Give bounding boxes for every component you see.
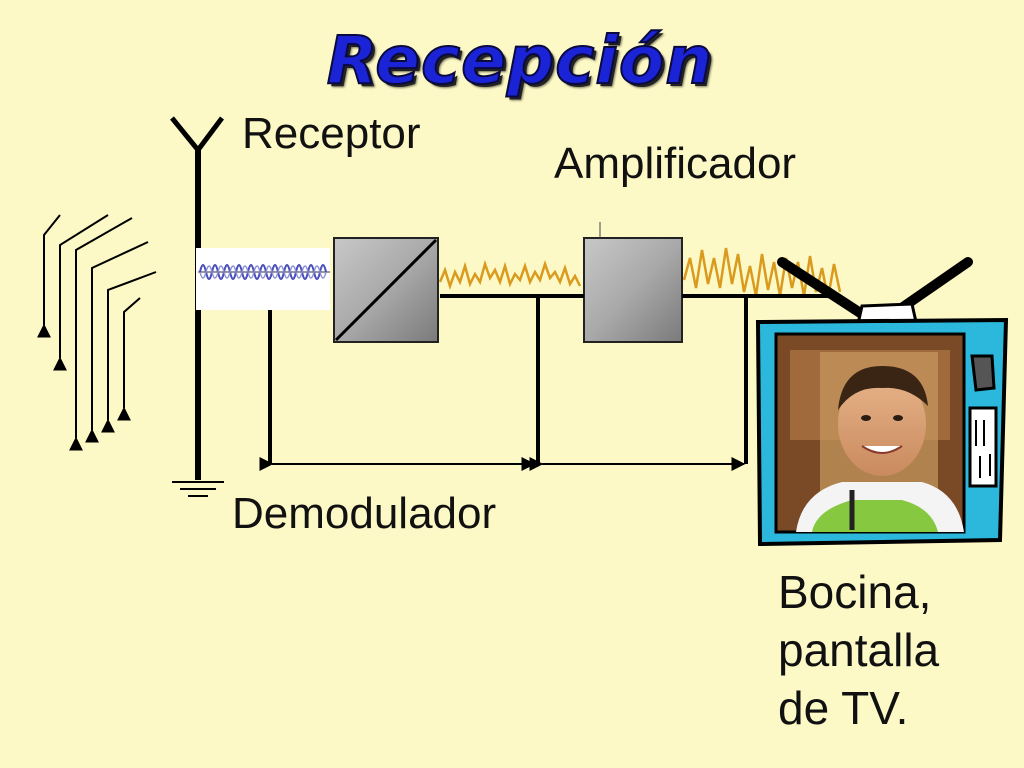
amplificador-block xyxy=(583,222,683,343)
bocina-label-line1: Bocina, xyxy=(778,566,932,618)
incoming-waves-icon xyxy=(37,214,157,451)
antenna-icon xyxy=(170,116,224,480)
slide-title: Recepción xyxy=(326,21,714,100)
bocina-label-line3: de TV. xyxy=(778,682,909,734)
bocina-label-line2: pantalla xyxy=(778,624,940,676)
demodulador-block xyxy=(333,237,439,343)
amplified-wave-icon xyxy=(682,247,842,299)
carrier-signal-icon xyxy=(196,248,330,310)
amplificador-label: Amplificador xyxy=(554,139,797,188)
ground-icon xyxy=(172,481,224,497)
receptor-label: Receptor xyxy=(242,109,421,158)
tv-icon xyxy=(755,257,1009,547)
demodulated-wave-icon xyxy=(438,259,582,290)
circuit-wires xyxy=(259,294,830,471)
demodulador-label: Demodulador xyxy=(232,489,497,538)
bocina-label: Bocina, pantalla de TV. xyxy=(778,563,939,737)
